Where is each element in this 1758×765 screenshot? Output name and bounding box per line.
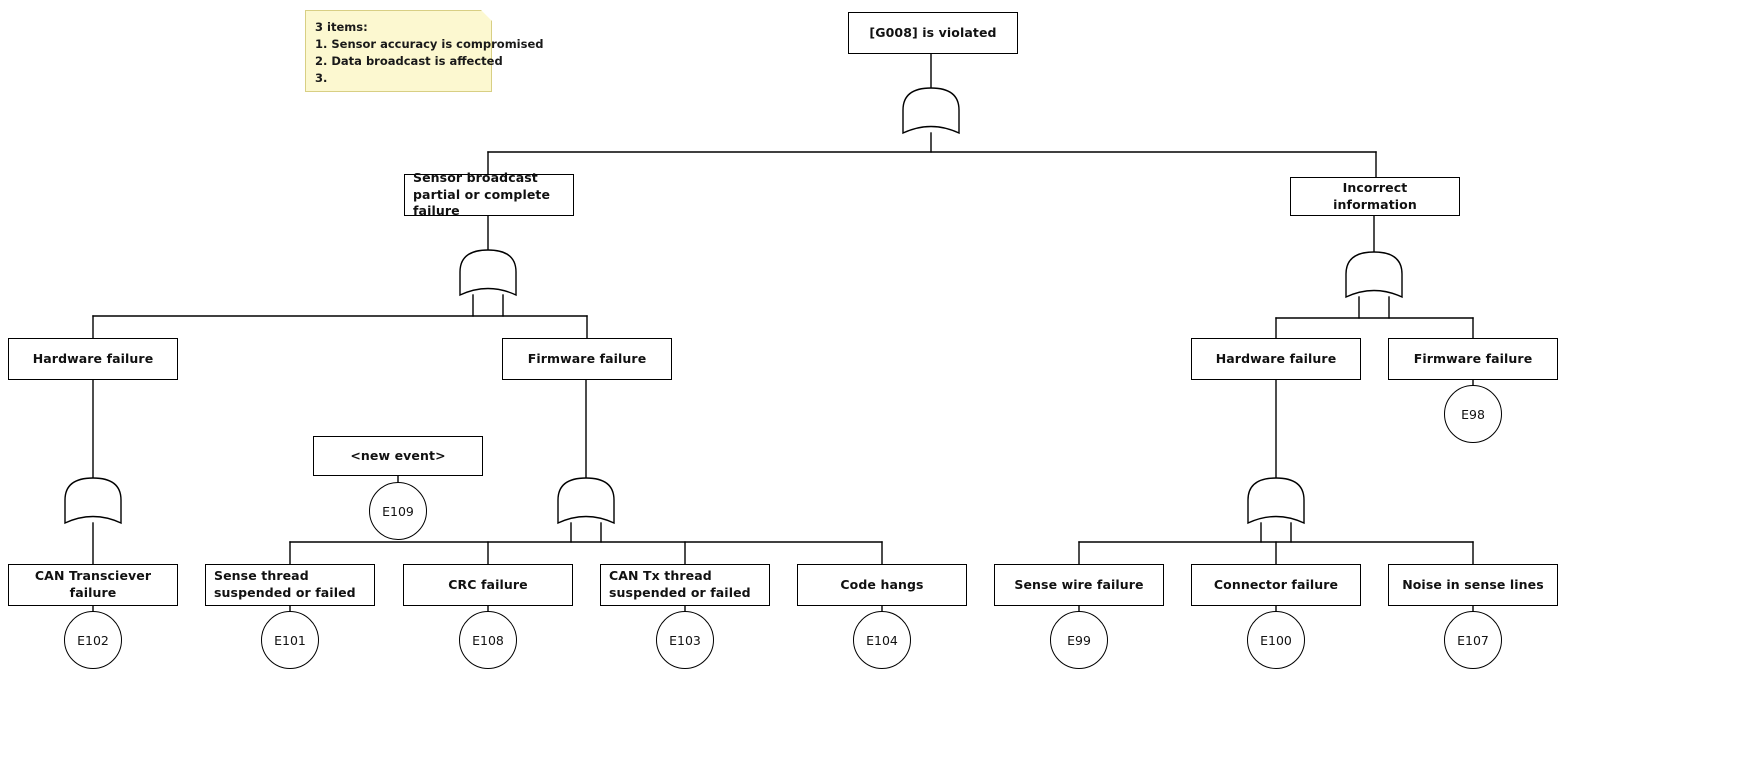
or-gate-firmware-left — [557, 477, 615, 525]
node-incorrect-information[interactable]: Incorrect information — [1290, 177, 1460, 216]
node-firmware-failure-left[interactable]: Firmware failure — [502, 338, 672, 380]
event-circle-e102[interactable]: E102 — [64, 611, 122, 669]
node-new-event[interactable]: <new event> — [313, 436, 483, 476]
node-hardware-failure-left[interactable]: Hardware failure — [8, 338, 178, 380]
node-can-transceiver-failure[interactable]: CAN Transciever failure — [8, 564, 178, 606]
node-noise-in-sense-lines[interactable]: Noise in sense lines — [1388, 564, 1558, 606]
note-line-0: 3 items: — [315, 20, 368, 34]
sticky-note[interactable]: 3 items: 1. Sensor accuracy is compromis… — [305, 10, 544, 92]
event-circle-e101[interactable]: E101 — [261, 611, 319, 669]
event-circle-e98[interactable]: E98 — [1444, 385, 1502, 443]
node-can-tx-thread-suspended[interactable]: CAN Tx thread suspended or failed — [600, 564, 770, 606]
note-fold-corner — [481, 10, 492, 21]
or-gate-incorrect-info — [1345, 251, 1403, 299]
node-hardware-failure-right[interactable]: Hardware failure — [1191, 338, 1361, 380]
event-circle-e108[interactable]: E108 — [459, 611, 517, 669]
event-circle-e104[interactable]: E104 — [853, 611, 911, 669]
or-gate-sensor-broadcast — [459, 249, 517, 297]
event-circle-e107[interactable]: E107 — [1444, 611, 1502, 669]
note-line-3: 3. — [315, 70, 328, 85]
node-root-g008[interactable]: [G008] is violated — [848, 12, 1018, 54]
event-circle-e109[interactable]: E109 — [369, 482, 427, 540]
node-sense-thread-suspended[interactable]: Sense thread suspended or failed — [205, 564, 375, 606]
node-firmware-failure-right[interactable]: Firmware failure — [1388, 338, 1558, 380]
node-sensor-broadcast-failure[interactable]: Sensor broadcast partial or complete fai… — [404, 170, 574, 218]
or-gate-hardware-left — [64, 477, 122, 525]
note-line-2: 2. Data broadcast is affected — [315, 53, 503, 68]
note-line-1: 1. Sensor accuracy is compromised — [315, 36, 544, 51]
node-sense-wire-failure[interactable]: Sense wire failure — [994, 564, 1164, 606]
node-connector-failure[interactable]: Connector failure — [1191, 564, 1361, 606]
event-circle-e103[interactable]: E103 — [656, 611, 714, 669]
event-circle-e99[interactable]: E99 — [1050, 611, 1108, 669]
node-code-hangs[interactable]: Code hangs — [797, 564, 967, 606]
or-gate-hardware-right — [1247, 477, 1305, 525]
event-circle-e100[interactable]: E100 — [1247, 611, 1305, 669]
or-gate-root — [902, 87, 960, 135]
node-crc-failure[interactable]: CRC failure — [403, 564, 573, 606]
